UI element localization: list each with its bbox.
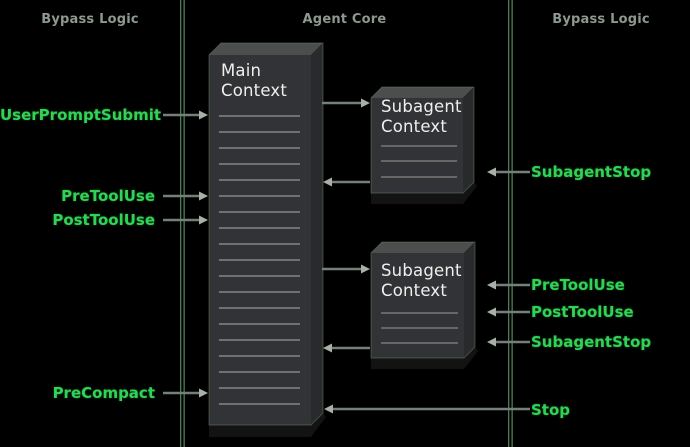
subagent-top-top-face [371, 87, 474, 98]
arrow-main-to-subagent-top [322, 98, 370, 108]
main-context-ruled-lines [219, 115, 300, 405]
right-guide-line [508, 0, 513, 447]
hook-label-posttooluse-left: PostToolUse [52, 211, 155, 229]
hook-label-userpromptsubmit: UserPromptSubmit [0, 106, 162, 124]
subagent-top-box [370, 86, 477, 204]
subagent-bottom-ruled-lines [381, 312, 458, 344]
hook-label-precompact: PreCompact [52, 384, 155, 402]
arrow-posttooluse-left [163, 215, 208, 225]
subagent-top-side-face [463, 87, 474, 193]
hook-label-pretooluse-left: PreToolUse [61, 187, 155, 205]
arrow-subagentstop-top [487, 167, 530, 177]
arrow-userpromptsubmit [163, 110, 208, 120]
left-guide-line [180, 0, 185, 447]
arrow-subagent-bottom-to-main [323, 343, 370, 353]
subagent-bottom-front-face [371, 253, 464, 358]
subagent-top-ruled-lines [381, 145, 457, 178]
arrow-precompact [163, 388, 208, 398]
arrow-subagent-top-to-main [323, 177, 370, 187]
main-context-top-face [209, 43, 323, 55]
subagent-bottom-title: Subagent Context [381, 261, 462, 300]
main-context-side-face [311, 43, 323, 425]
arrow-pretooluse-left [163, 191, 208, 201]
subagent-bottom-box [370, 241, 478, 369]
hook-label-subagentstop-bottom: SubagentStop [531, 333, 652, 351]
subagent-bottom-side-face [464, 242, 475, 358]
hook-label-posttooluse-right: PostToolUse [531, 303, 634, 321]
subagent-top-title: Subagent Context [381, 97, 462, 136]
hook-label-stop: Stop [531, 401, 571, 419]
hook-label-subagentstop-top: SubagentStop [531, 163, 652, 181]
main-context-title: Main Context [221, 61, 288, 100]
arrow-pretooluse-right [487, 280, 530, 290]
header-bypass-logic-right: Bypass Logic [552, 12, 650, 27]
header-agent-core: Agent Core [302, 12, 387, 27]
subagent-bottom-outline [370, 241, 476, 359]
arrow-subagentstop-bottom [487, 337, 530, 347]
arrow-stop [324, 404, 530, 414]
subagent-top-outline [370, 86, 475, 194]
main-context-front-face [209, 55, 311, 425]
arrow-main-to-subagent-bottom [322, 264, 370, 274]
hook-label-pretooluse-right: PreToolUse [531, 276, 625, 294]
arrow-posttooluse-right [487, 307, 530, 317]
main-context-outline [208, 42, 324, 426]
header-bypass-logic-left: Bypass Logic [41, 12, 139, 27]
subagent-bottom-top-face [371, 242, 475, 253]
main-context-box [208, 42, 326, 437]
